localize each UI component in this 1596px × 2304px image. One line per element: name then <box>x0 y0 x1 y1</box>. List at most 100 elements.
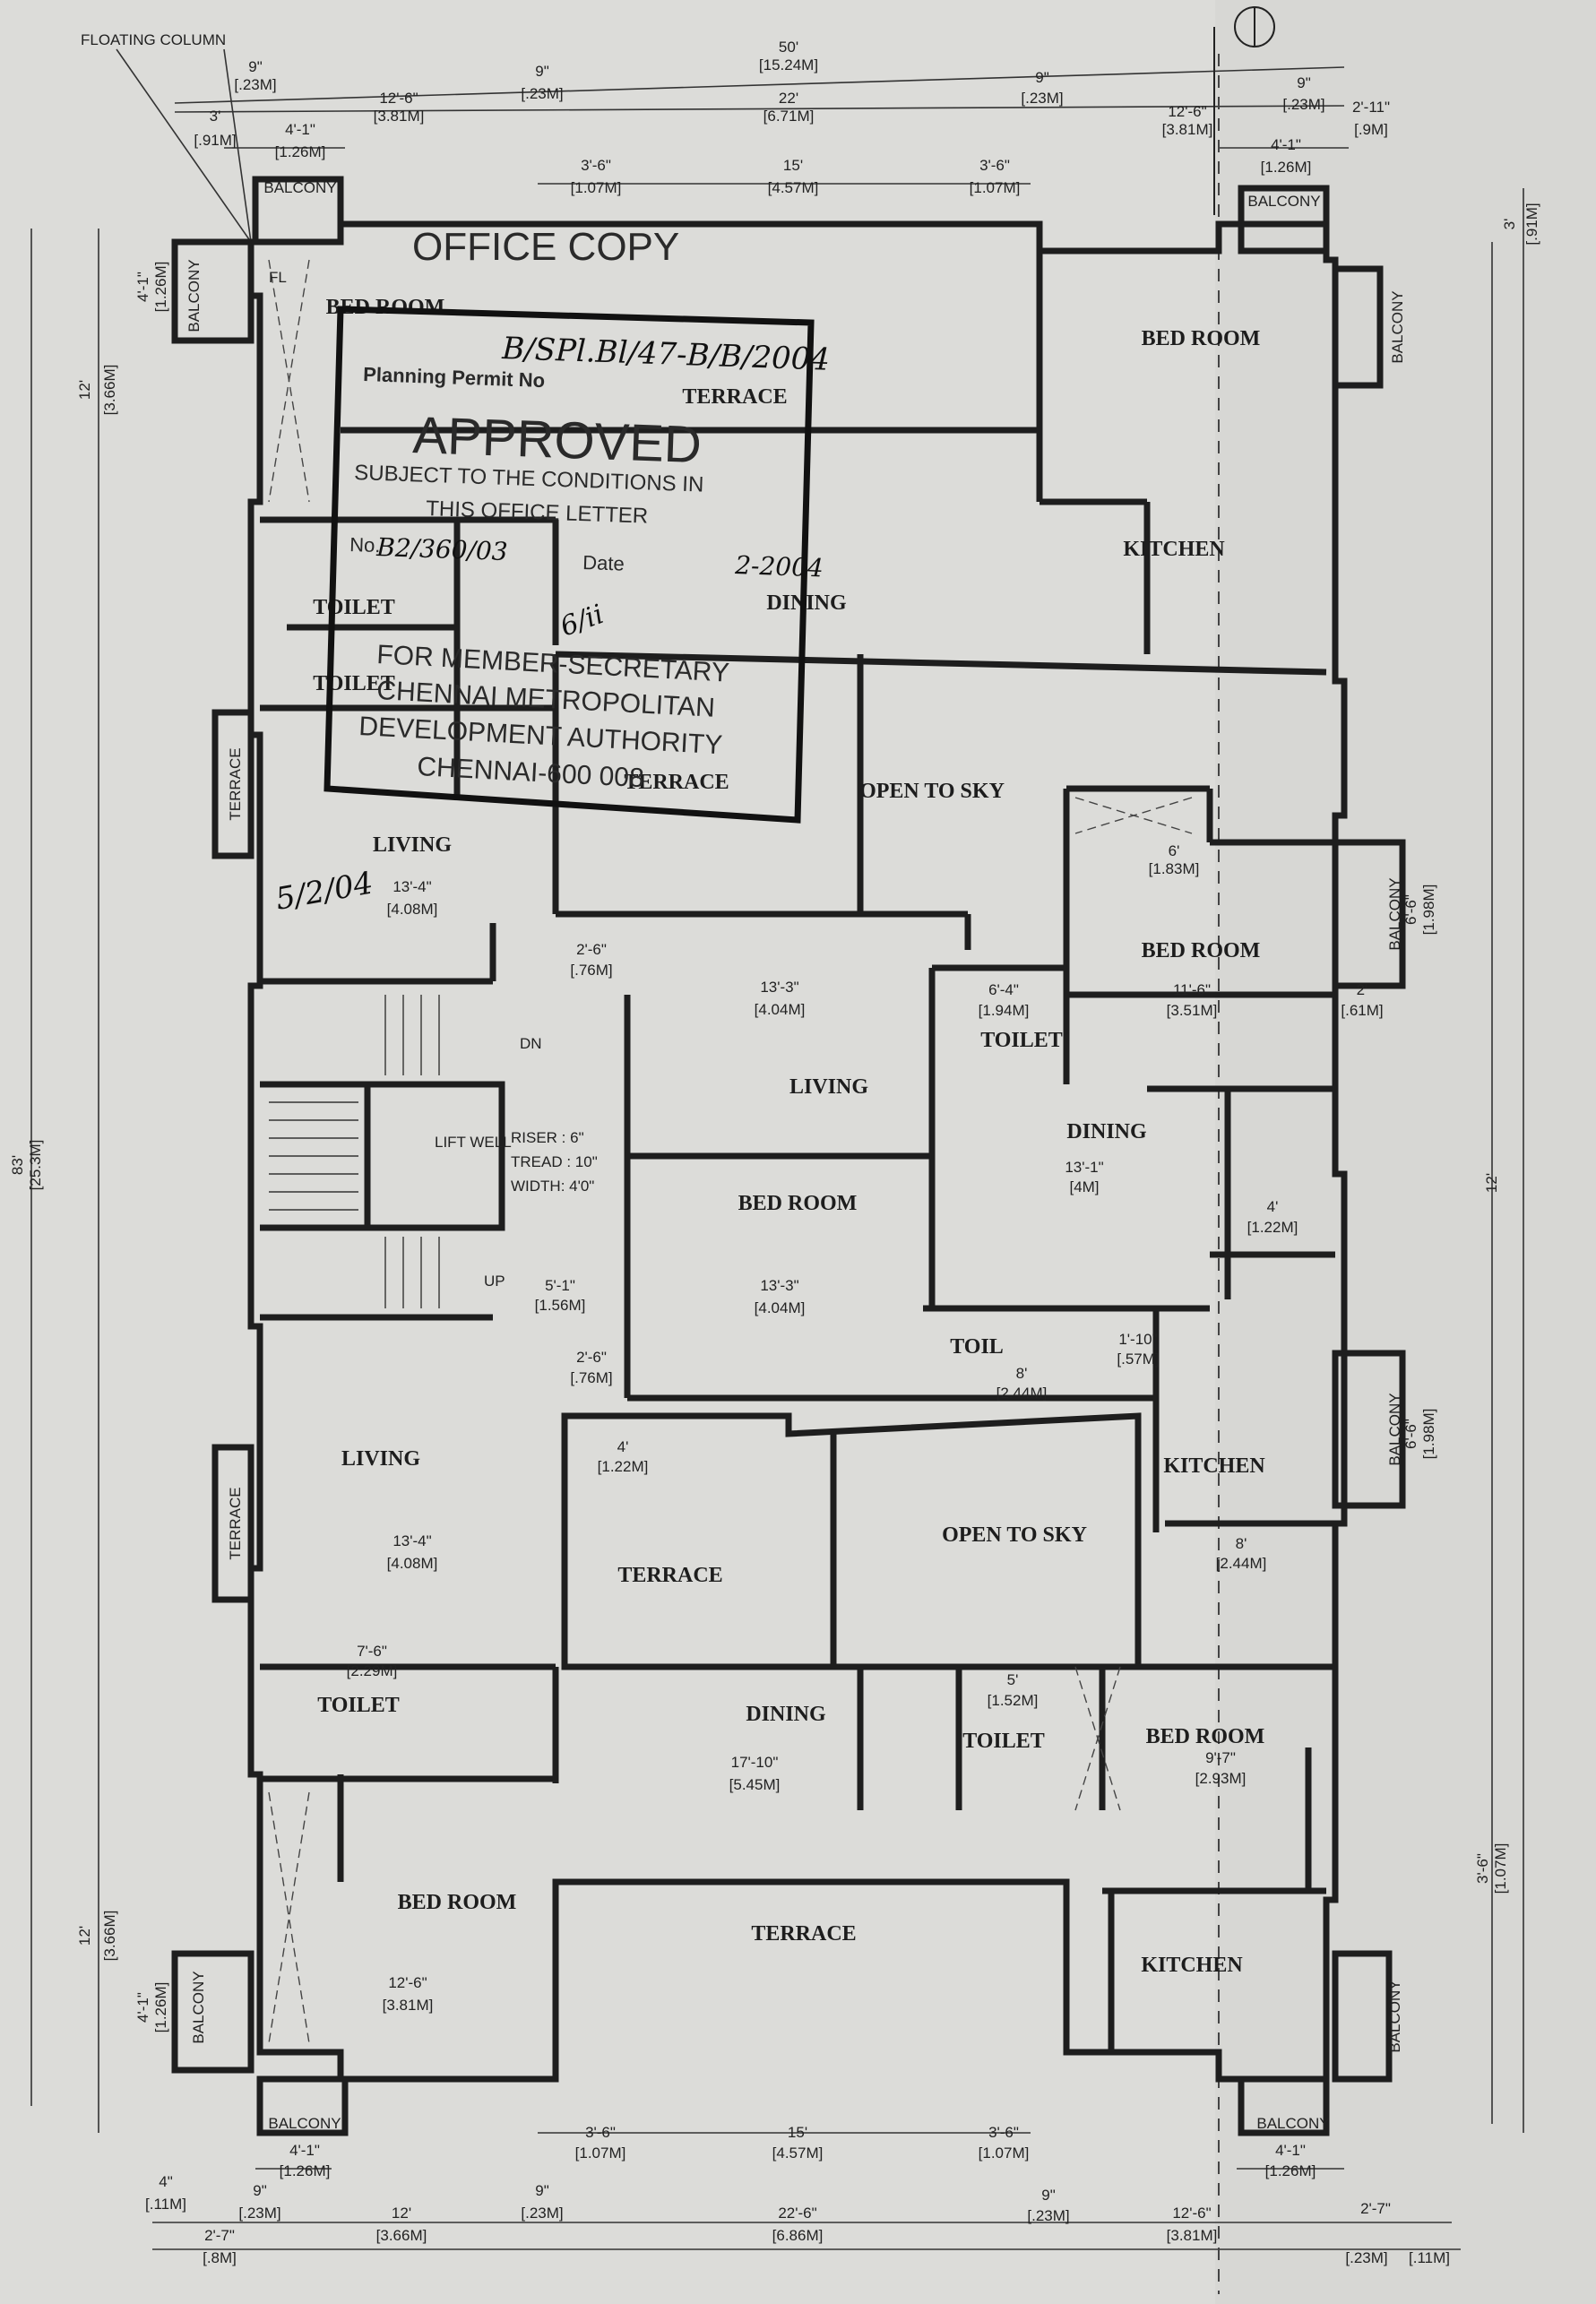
room-toil: TOIL <box>950 1335 1004 1359</box>
dim-13-3-a: 13'-3" <box>760 979 798 996</box>
dim-top-9-b: 9" <box>535 63 549 80</box>
dim-top-9-c: 9" <box>1035 69 1049 86</box>
dim-top-2-11-m: [.9M] <box>1354 121 1388 138</box>
dim-right-6-6-b: 6'-6" <box>1402 1419 1419 1449</box>
dim-bottom-3-6-right-m: [1.07M] <box>979 2144 1030 2162</box>
dim-bottom-22-6-m: [6.86M] <box>772 2227 824 2244</box>
dim-5-1: 5'-1" <box>545 1277 575 1294</box>
room-toilet-2: TOILET <box>313 672 395 695</box>
dim-bottom-4-1-left-m: [1.26M] <box>280 2162 331 2179</box>
dim-top-3-m: [.91M] <box>194 132 236 149</box>
dim-bottom-9-c: 9" <box>1041 2187 1056 2204</box>
room-terrace-2: TERRACE <box>624 771 729 794</box>
balcony-bottom-right: BALCONY <box>1256 2115 1329 2132</box>
terrace-left-1: TERRACE <box>227 747 244 820</box>
room-kitchen-2: KITCHEN <box>1163 1454 1265 1478</box>
dim-1-10: 1'-10" <box>1118 1331 1157 1348</box>
dim-13-3-b-m: [4.04M] <box>755 1299 806 1316</box>
room-bed-3: BED ROOM <box>1142 939 1261 962</box>
dim-bottom-4-1-left: 4'-1" <box>289 2142 320 2159</box>
dim-8-b-m: [2.44M] <box>1216 1555 1267 1572</box>
dim-right-3-6-m: [1.07M] <box>1492 1843 1509 1894</box>
dim-top-22-m: [6.71M] <box>763 108 815 125</box>
dim-bottom-3-6-left-m: [1.07M] <box>575 2144 626 2162</box>
dim-bottom-12: 12' <box>392 2205 411 2222</box>
room-open-sky-2: OPEN TO SKY <box>942 1523 1087 1547</box>
room-bed-5: BED ROOM <box>1146 1725 1265 1748</box>
dim-4-a-m: [1.22M] <box>598 1458 649 1475</box>
dim-left-12-a: 12' <box>76 380 93 400</box>
dim-11-6: 11'-6" <box>1173 981 1211 998</box>
dim-bottom-4-1-right: 4'-1" <box>1275 2142 1306 2159</box>
dim-5-m: [1.52M] <box>988 1692 1039 1709</box>
dim-overall-83-m: [25.3M] <box>27 1140 44 1191</box>
room-bed-4: BED ROOM <box>738 1192 858 1215</box>
dim-top-15: 15' <box>783 157 803 174</box>
dim-top-2-11: 2'-11" <box>1352 99 1390 116</box>
dim-top-9-b-m: [.23M] <box>521 85 563 102</box>
stamp-date-label: Date <box>582 551 625 575</box>
dim-right-3: 3' <box>1501 219 1518 230</box>
dim-bottom-4-1-right-m: [1.26M] <box>1265 2162 1316 2179</box>
dim-left-12-b-m: [3.66M] <box>101 1911 118 1962</box>
dim-2-6-a-m: [.76M] <box>570 962 612 979</box>
dim-7-6: 7'-6" <box>357 1643 387 1660</box>
dim-right-3-6: 3'-6" <box>1474 1853 1491 1884</box>
dim-4-b-m: [1.22M] <box>1247 1219 1298 1236</box>
dim-1-10-m: [.57M] <box>1117 1350 1159 1368</box>
dim-2-6-a: 2'-6" <box>576 941 607 958</box>
dim-9-7-m: [2.93M] <box>1195 1770 1247 1787</box>
dim-bottom-12-6-m: [3.81M] <box>1167 2227 1218 2244</box>
dim-13-1: 13'-1" <box>1065 1159 1103 1176</box>
room-toilet-5: TOILET <box>962 1730 1045 1753</box>
dim-bottom-9-c-m: [.23M] <box>1027 2207 1069 2224</box>
balcony-left-bottom: BALCONY <box>190 1971 207 2043</box>
dim-top-3: 3' <box>210 108 221 125</box>
dim-6: 6' <box>1169 842 1180 859</box>
dim-9-7: 9'-7" <box>1205 1749 1236 1766</box>
dim-13-4-a: 13'-4" <box>393 878 431 895</box>
paper-shade <box>1215 0 1596 2304</box>
dim-bottom-2-7-right: 2'-7" <box>1360 2200 1391 2217</box>
dim-top-4-1-right-m: [1.26M] <box>1261 159 1312 176</box>
balcony-right-2: BALCONY <box>1386 877 1403 950</box>
room-open-sky-1: OPEN TO SKY <box>859 780 1005 803</box>
dim-2-6-b: 2'-6" <box>576 1349 607 1366</box>
dim-11-6-m: [3.51M] <box>1167 1002 1218 1019</box>
room-dining-3: DINING <box>746 1703 826 1726</box>
dim-top-9-c-m: [.23M] <box>1021 90 1063 107</box>
dim-5-1-m: [1.56M] <box>535 1297 586 1314</box>
dim-bottom-15: 15' <box>788 2124 807 2141</box>
dim-bottom-22-6: 22'-6" <box>778 2205 816 2222</box>
width-label: WIDTH: 4'0" <box>511 1178 594 1195</box>
dim-overall-83: 83' <box>9 1155 26 1175</box>
dim-6-4-m: [1.94M] <box>979 1002 1030 1019</box>
room-living-1: LIVING <box>373 833 452 857</box>
dim-top-15-m: [4.57M] <box>768 179 819 196</box>
stair-treads <box>269 995 440 1308</box>
dim-top-12-6-left-m: [3.81M] <box>374 108 425 125</box>
dim-left-4-1-b-m: [1.26M] <box>152 1982 169 2033</box>
floating-column-label: FLOATING COLUMN <box>81 31 226 48</box>
room-kitchen-3: KITCHEN <box>1141 1954 1243 1977</box>
dim-left-12-a-m: [3.66M] <box>101 365 118 416</box>
dim-5: 5' <box>1007 1671 1019 1688</box>
dim-17-10-m: [5.45M] <box>729 1776 781 1793</box>
dim-left-4-1-b: 4'-1" <box>134 1992 151 2023</box>
dim-left-4-1-a-m: [1.26M] <box>152 262 169 313</box>
balcony-bottom-left: BALCONY <box>268 2115 341 2132</box>
room-kitchen-1: KITCHEN <box>1123 538 1225 561</box>
dim-13-3-a-m: [4.04M] <box>755 1001 806 1018</box>
walls <box>171 176 1406 2136</box>
dim-top-22: 22' <box>779 90 798 107</box>
balcony-top-left: BALCONY <box>263 179 336 196</box>
dim-bottom-3-6-right: 3'-6" <box>988 2124 1019 2141</box>
dim-bottom-9-a: 9" <box>253 2182 267 2199</box>
balcony-left-top: BALCONY <box>185 259 203 332</box>
dim-top-4-1-left-m: [1.26M] <box>275 143 326 160</box>
dim-top-12-6-right-m: [3.81M] <box>1162 121 1213 138</box>
dim-17-10: 17'-10" <box>731 1754 779 1771</box>
dim-top-12-6-left: 12'-6" <box>379 90 418 107</box>
room-terrace-1: TERRACE <box>682 385 787 409</box>
